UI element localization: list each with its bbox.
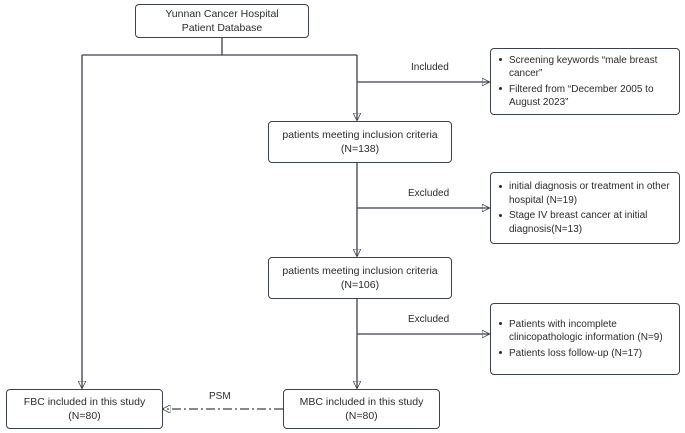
node-exclusion-one: initial diagnosis or treatment in other … xyxy=(490,172,680,244)
list-item: Patients loss follow-up (N=17) xyxy=(499,347,672,361)
edge-label-included: Included xyxy=(411,62,449,73)
exclusion-one-bullet-1: initial diagnosis or treatment in other … xyxy=(509,181,670,206)
node-mbc-final: MBC included in this study (N=80) xyxy=(283,389,440,429)
node-source-database-line2: Patient Database xyxy=(181,22,263,34)
node-inclusion-106-line2: (N=106) xyxy=(340,279,380,291)
bullet-icon xyxy=(499,54,509,61)
exclusion-two-bullet-1: Patients with incomplete clinicopatholog… xyxy=(509,318,663,344)
node-screening-criteria: Screening keywords “male breast cancer” … xyxy=(490,48,680,115)
screening-bullet-2: Filtered from “December 2005 to August 2… xyxy=(509,83,654,109)
list-item: Stage IV breast cancer at initial diagno… xyxy=(499,209,672,236)
edge-label-excluded-two: Excluded xyxy=(408,314,450,325)
screening-bullet-1: Screening keywords “male breast cancer” xyxy=(509,54,658,80)
node-mbc-final-line2: (N=80) xyxy=(345,410,378,422)
node-fbc-final-line1: FBC included in this study xyxy=(23,396,146,408)
edge-label-psm: PSM xyxy=(209,391,231,402)
bullet-icon xyxy=(499,180,509,188)
node-source-database-line1: Yunnan Cancer Hospital xyxy=(165,8,279,20)
list-item: Filtered from “December 2005 to August 2… xyxy=(499,83,672,110)
edge-label-excluded-one: Excluded xyxy=(408,188,450,199)
node-inclusion-138-line2: (N=138) xyxy=(340,143,380,155)
node-fbc-final: FBC included in this study (N=80) xyxy=(6,389,163,429)
list-item: Patients with incomplete clinicopatholog… xyxy=(499,318,672,345)
node-inclusion-106: patients meeting inclusion criteria (N=1… xyxy=(268,257,452,299)
node-inclusion-106-line1: patients meeting inclusion criteria xyxy=(282,265,438,277)
list-item: initial diagnosis or treatment in other … xyxy=(499,180,672,207)
bullet-icon xyxy=(499,209,509,217)
node-exclusion-two: Patients with incomplete clinicopatholog… xyxy=(490,303,680,375)
bullet-icon xyxy=(499,318,509,326)
node-source-database: Yunnan Cancer Hospital Patient Database xyxy=(135,4,309,38)
node-fbc-final-line2: (N=80) xyxy=(68,410,101,422)
exclusion-two-bullet-2: Patients loss follow-up (N=17) xyxy=(509,347,643,359)
node-mbc-final-line1: MBC included in this study xyxy=(299,396,424,408)
bullet-icon xyxy=(499,347,509,355)
node-inclusion-138-line1: patients meeting inclusion criteria xyxy=(282,129,438,141)
bullet-icon xyxy=(499,83,509,90)
list-item: Screening keywords “male breast cancer” xyxy=(499,54,672,81)
node-inclusion-138: patients meeting inclusion criteria (N=1… xyxy=(268,121,452,163)
exclusion-one-bullet-2: Stage IV breast cancer at initial diagno… xyxy=(509,210,648,235)
